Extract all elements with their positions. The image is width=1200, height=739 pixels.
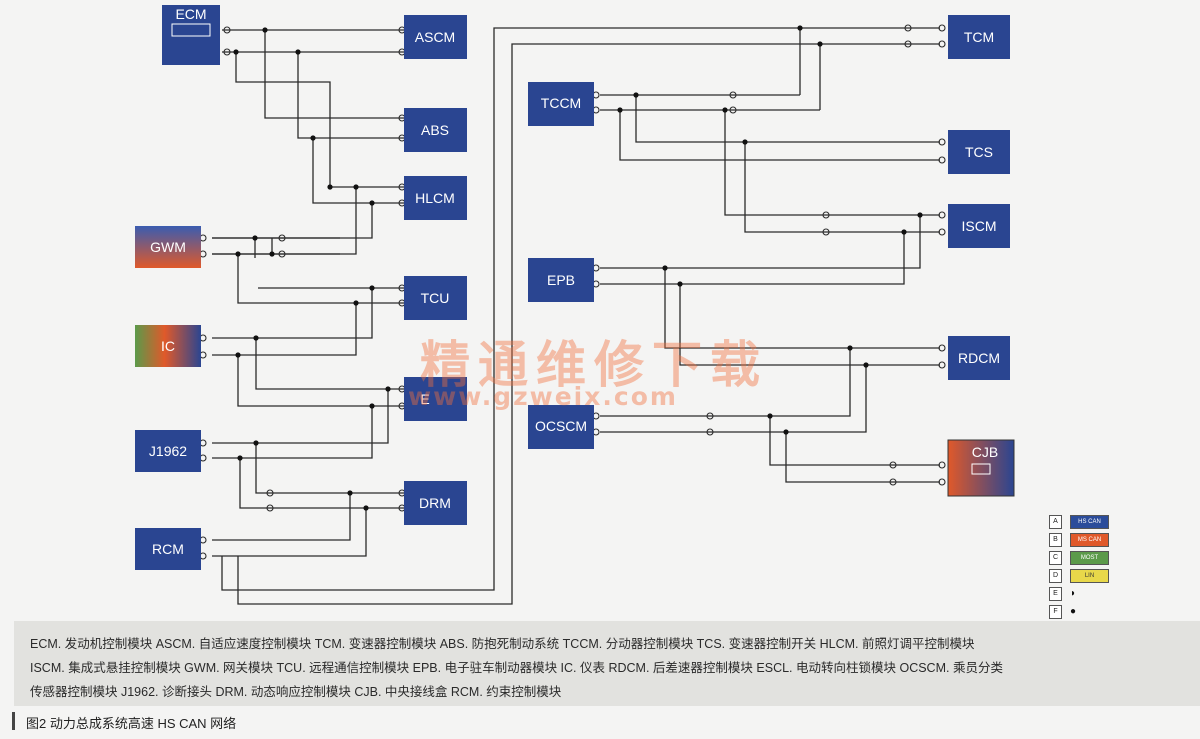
module-ic-label: IC [161,338,175,354]
module-iscm-label: ISCM [962,218,997,234]
legend-row-a: A HS CAN [1049,513,1109,530]
module-tcs-label: TCS [965,144,993,160]
module-tccm-label: TCCM [541,95,581,111]
can-network-diagram: ECM ASCM ABS HLCM GWM TCU IC E [135,5,1015,605]
splice-points [233,25,923,511]
legend-row-c: C MOST [1049,549,1109,566]
legend-letter: A [1049,514,1062,529]
module-abs-label: ABS [421,122,449,138]
module-ocscm-label: OCSCM [535,418,587,434]
legend-row-b: B MS CAN [1049,531,1109,548]
module-ascm[interactable]: ASCM [404,15,467,59]
legend-row-e: E ◗ [1049,585,1109,602]
module-drm-label: DRM [419,495,451,511]
module-rcm[interactable]: RCM [135,528,201,570]
module-gwm[interactable]: GWM [135,226,201,268]
legend-swatch-lin: LIN [1070,568,1109,583]
module-ic[interactable]: IC [135,325,201,367]
module-tcu-label: TCU [421,290,450,306]
figure-marker [12,712,15,730]
module-ecm-label: ECM [175,6,206,22]
module-rcm-label: RCM [152,541,184,557]
module-tcs[interactable]: TCS [948,130,1010,174]
caption-line-2: ISCM. 集成式悬挂控制模块 GWM. 网关模块 TCU. 远程通信控制模块 … [30,661,1003,675]
module-epb-label: EPB [547,272,575,288]
module-rdcm-label: RDCM [958,350,1000,366]
module-epb[interactable]: EPB [528,258,594,302]
caption-line-1: ECM. 发动机控制模块 ASCM. 自适应速度控制模块 TCM. 变速器控制模… [30,637,975,651]
legend-letter: C [1049,550,1062,565]
watermark-title: 精通维修下载 [420,336,768,394]
module-ecm[interactable]: ECM [162,5,220,65]
legend-letter: F [1049,604,1062,619]
module-drm[interactable]: DRM [404,481,467,525]
module-escl[interactable]: E [404,377,467,421]
module-cjb-label: CJB [972,444,998,460]
legend-letter: B [1049,532,1062,547]
legend-letter: E [1049,586,1062,601]
module-abs[interactable]: ABS [404,108,467,152]
module-ocscm[interactable]: OCSCM [528,405,594,449]
legend-letter: D [1049,568,1062,583]
caption-line-3: 传感器控制模块 J1962. 诊断接头 DRM. 动态响应控制模块 CJB. 中… [30,685,562,699]
module-hlcm-label: HLCM [415,190,455,206]
splice-dot-icon: ● [1070,605,1077,617]
module-tccm[interactable]: TCCM [528,82,594,126]
watermark-url: www.gzweix.com [408,382,678,411]
module-cjb[interactable]: CJB [947,439,1015,497]
abbreviation-caption: ECM. 发动机控制模块 ASCM. 自适应速度控制模块 TCM. 变速器控制模… [14,621,1200,706]
connector-icon: ◗ [1070,587,1077,599]
module-j1962[interactable]: J1962 [135,430,201,472]
module-tcu[interactable]: TCU [404,276,467,320]
legend-swatch-most: MOST [1070,550,1109,565]
legend-swatch-hs-can: HS CAN [1070,514,1109,529]
module-tcm[interactable]: TCM [948,15,1010,59]
module-hlcm[interactable]: HLCM [404,176,467,220]
legend-swatch-ms-can: MS CAN [1070,532,1109,547]
module-iscm[interactable]: ISCM [948,204,1010,248]
figure-caption: 图2 动力总成系统高速 HS CAN 网络 [26,716,237,731]
module-escl-label: E [420,391,429,407]
module-j1962-label: J1962 [149,443,187,459]
module-tcm-label: TCM [964,29,994,45]
legend: A HS CAN B MS CAN C MOST D LIN E ◗ F ● [1049,513,1109,621]
legend-row-d: D LIN [1049,567,1109,584]
module-gwm-label: GWM [150,239,186,255]
legend-row-f: F ● [1049,603,1109,620]
module-ascm-label: ASCM [415,29,455,45]
module-rdcm[interactable]: RDCM [948,336,1010,380]
